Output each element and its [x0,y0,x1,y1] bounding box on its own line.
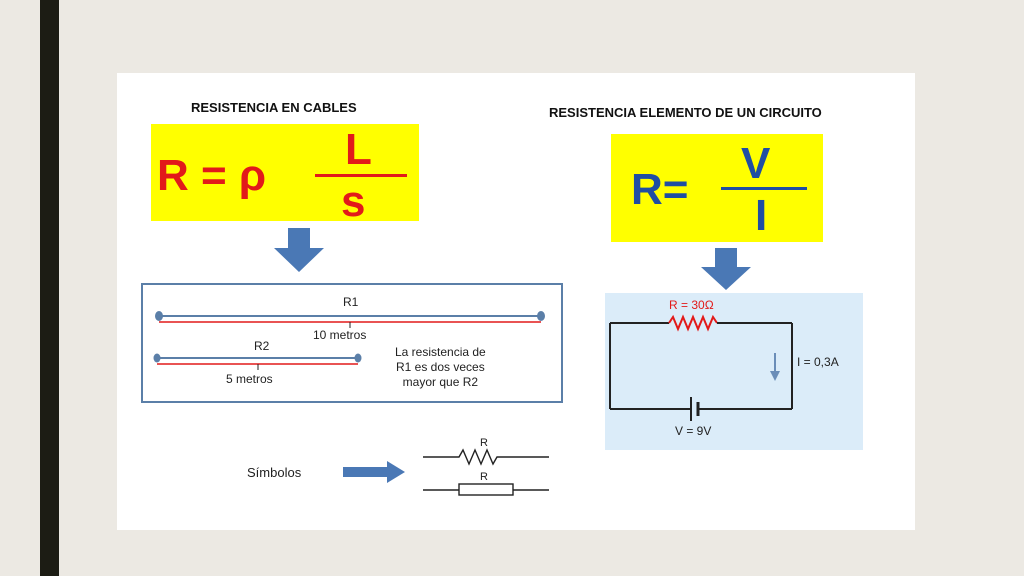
wire1-length: 10 metros [313,328,367,342]
circuit-drawing [609,314,793,421]
circuit-formula-lhs: R= [631,165,689,214]
box-resistor-label: R [480,471,488,483]
note-line: R1 es dos veces [396,360,485,374]
circuit-fraction-bar [721,187,807,190]
circuit-formula-numerator: V [741,139,771,188]
resistor-symbols [423,448,549,496]
wire2-label: R2 [254,339,270,353]
down-arrow-icon [274,228,324,272]
down-arrow-icon [701,248,751,290]
circuit-formula-denominator: I [755,191,768,240]
circuit-diagram: R = 30Ω I = 0,3A V = 9V [605,293,863,450]
resistor-value: R = 30Ω [669,298,714,312]
symbols-label: Símbolos [247,465,302,480]
cables-formula: R = ρ L s [151,124,419,226]
wire2-length: 5 metros [226,372,273,386]
slide: RESISTENCIA EN CABLES R = ρ L s R1 10 me… [117,73,915,530]
circuit-heading: RESISTENCIA ELEMENTO DE UN CIRCUITO [549,105,822,120]
wire-comparison-box: R1 10 metros R2 5 metros La resistencia … [141,283,563,403]
note-line: mayor que R2 [402,375,479,389]
cables-heading: RESISTENCIA EN CABLES [191,100,357,115]
right-arrow-icon [343,461,405,483]
circuit-formula: R= V I [611,134,823,242]
zigzag-resistor-label: R [480,437,488,449]
note-line: La resistencia de [395,345,486,359]
cables-fraction-bar [315,174,407,177]
wire-note: La resistencia de R1 es dos veces mayor … [395,345,486,390]
cables-formula-lhs: R = ρ [157,151,267,200]
left-accent-bar [40,0,59,576]
current-value: I = 0,3A [797,355,839,369]
cables-formula-numerator: L [345,125,372,174]
wires-drawing [153,311,545,370]
voltage-value: V = 9V [675,424,712,438]
wire1-label: R1 [343,295,359,309]
cables-formula-denominator: s [341,177,366,226]
